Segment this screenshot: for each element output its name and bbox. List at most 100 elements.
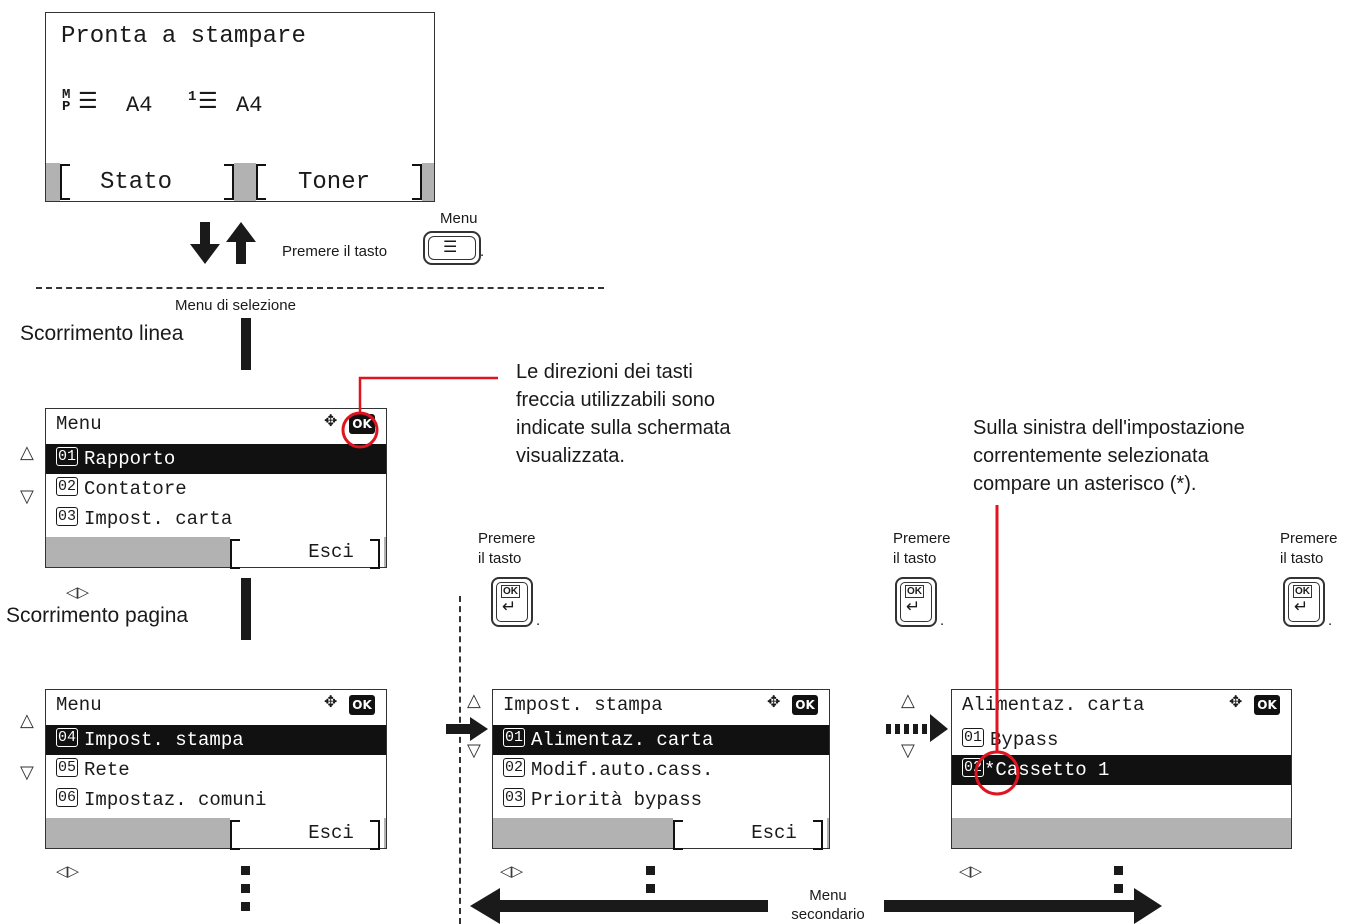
up-icon: △: [467, 690, 481, 711]
next-arrow-icon: [446, 717, 488, 741]
softkey-toner[interactable]: Toner: [256, 163, 422, 201]
screen-title: Menu: [56, 694, 102, 716]
bracket-left: [230, 539, 240, 569]
item-label: Bypass: [990, 729, 1059, 751]
left-right-icon: ◁▷: [500, 862, 524, 880]
transition-arrows: [190, 222, 256, 264]
continuation-dots: [646, 866, 655, 911]
left-right-icon: ◁▷: [56, 862, 80, 880]
exit-softkey[interactable]: Esci: [230, 818, 384, 850]
ready-softkey-bar: Stato Toner: [46, 163, 434, 201]
bracket-left: [60, 164, 70, 200]
paper-stack-icon: ☰: [78, 90, 98, 115]
continuation-dots: [1114, 866, 1123, 911]
softkey-bar: Esci: [493, 818, 829, 850]
press-ok-period: .: [940, 612, 945, 629]
softkey-stato[interactable]: Stato: [60, 163, 234, 201]
exit-label: Esci: [308, 822, 354, 844]
bracket-right: [370, 539, 380, 569]
list-icon: ☰: [443, 239, 458, 256]
ok-key-icon: OK↵: [895, 577, 937, 627]
four-way-arrow-icon: ✥: [324, 692, 338, 711]
item-label: Contatore: [84, 478, 187, 500]
menu-key-icon: ☰: [423, 231, 481, 265]
press-ok-period: .: [536, 612, 541, 629]
callout-asterisk: [974, 505, 1020, 796]
flow-line: [241, 578, 251, 640]
ok-badge-icon: OK: [349, 414, 375, 434]
down-icon: ▽: [20, 762, 34, 783]
divider: [36, 287, 604, 289]
ok-key-icon: OK↵: [1283, 577, 1325, 627]
item-number: 03: [56, 507, 79, 527]
exit-softkey[interactable]: Esci: [230, 537, 384, 569]
ok-badge-icon: OK: [792, 695, 818, 715]
item-number: 03: [503, 788, 526, 808]
four-way-arrow-icon: ✥: [324, 411, 338, 430]
mp-paper-size: A4: [126, 93, 153, 118]
bracket-left: [673, 820, 683, 850]
softkey-stato-label: Stato: [100, 169, 173, 196]
scroll-page-label: Scorrimento pagina: [6, 604, 189, 627]
up-icon: △: [901, 690, 915, 711]
selection-menu-label: Menu di selezione: [175, 297, 296, 314]
paper-stack-icon: ☰: [198, 90, 218, 115]
four-way-arrow-icon: ✥: [767, 692, 781, 711]
item-label: Modif.auto.cass.: [531, 759, 714, 781]
menu-key-instruction: Premere il tasto: [282, 243, 388, 260]
bracket-left: [256, 164, 266, 200]
menu-key-period: .: [480, 243, 485, 260]
flow-line: [241, 318, 251, 370]
continuation-dots: [241, 866, 250, 911]
dotted-next-arrow-icon: [886, 714, 948, 742]
bracket-right: [370, 820, 380, 850]
exit-label: Esci: [308, 541, 354, 563]
item-number: 01: [56, 447, 79, 467]
four-way-arrow-icon: ✥: [1229, 692, 1243, 711]
ok-badge-icon: OK: [1254, 695, 1280, 715]
item-number: 04: [56, 728, 79, 748]
bracket-right: [412, 164, 422, 200]
submenu-right-arrow-icon: [884, 888, 1162, 924]
press-ok-period: .: [1328, 612, 1333, 629]
item-label: Rete: [84, 759, 130, 781]
exit-label: Esci: [751, 822, 797, 844]
item-label: Alimentaz. carta: [531, 729, 714, 751]
item-number: 05: [56, 758, 79, 778]
scroll-line-label: Scorrimento linea: [20, 322, 184, 345]
menu-key-caption: Menu: [440, 210, 478, 227]
menu-item-selected[interactable]: 02*Cassetto 1: [952, 755, 1291, 785]
screen-title: Menu: [56, 413, 102, 435]
down-icon: ▽: [901, 740, 915, 761]
ok-badge-icon: OK: [349, 695, 375, 715]
item-label: Rapporto: [84, 448, 176, 470]
bracket-left: [230, 820, 240, 850]
divider: [459, 596, 461, 924]
exit-softkey[interactable]: Esci: [673, 818, 827, 850]
down-icon: ▽: [20, 486, 34, 507]
down-arrow-icon: [190, 222, 220, 264]
item-number: 01: [503, 728, 526, 748]
up-icon: △: [20, 710, 34, 731]
item-number: 06: [56, 788, 79, 808]
